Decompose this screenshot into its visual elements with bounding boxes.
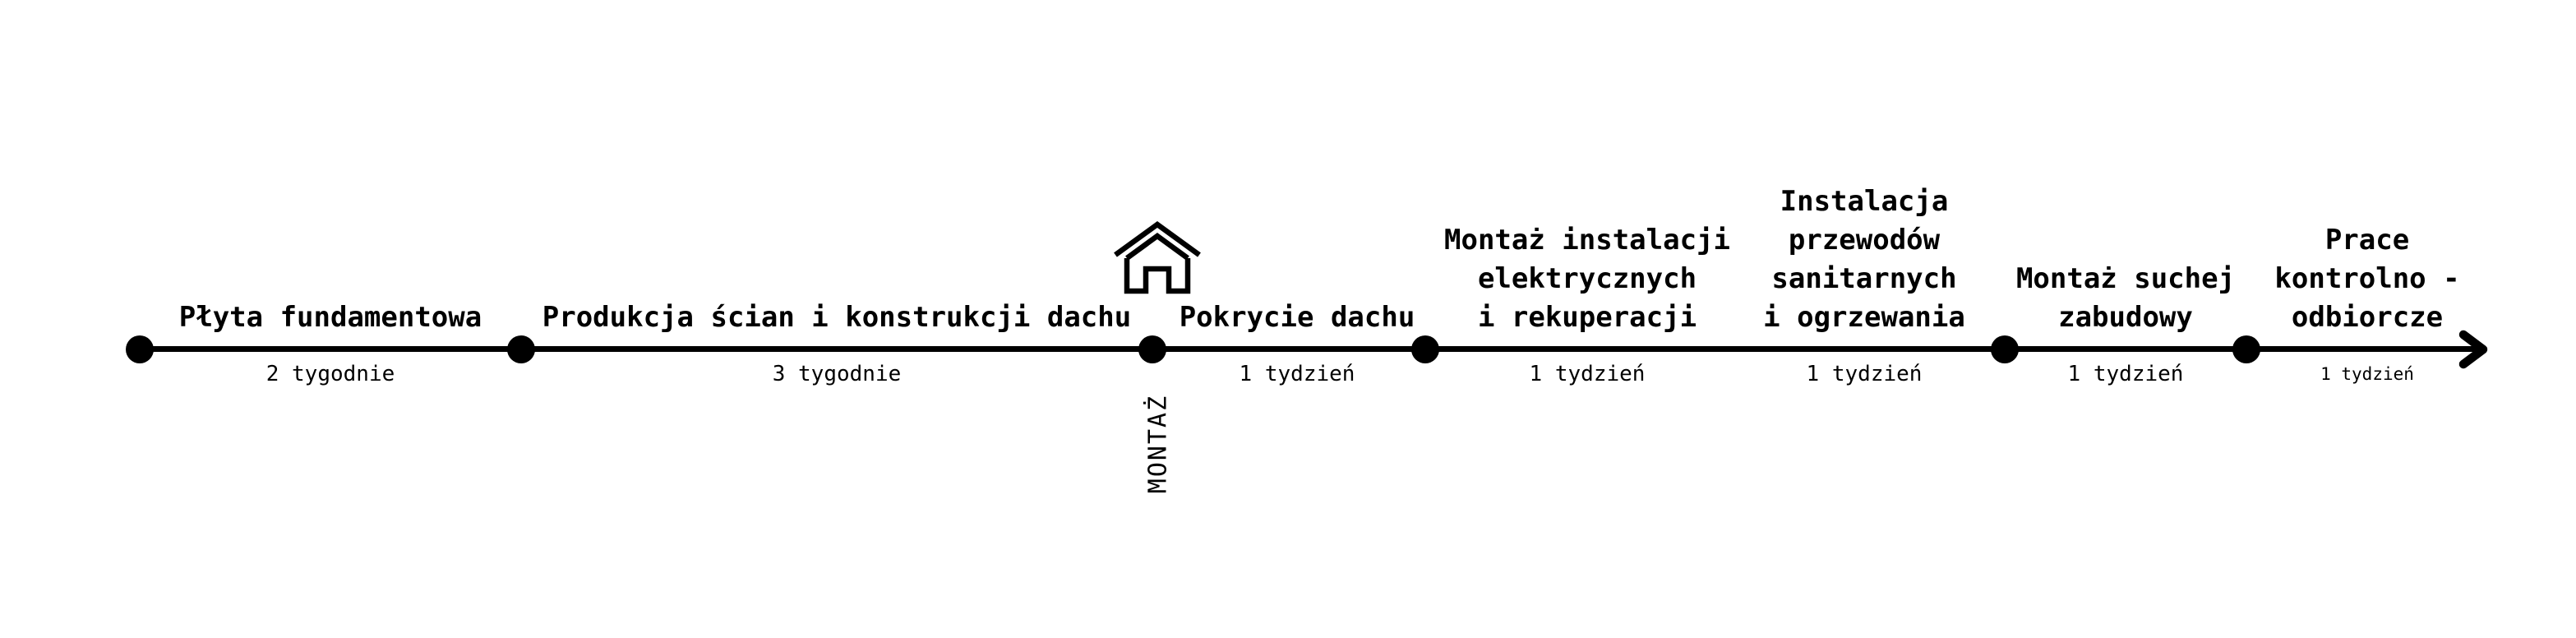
phase-label-line: Instalacja [1780,185,1949,218]
milestone-dot [507,335,535,363]
phase-label-line: Płyta fundamentowa [178,301,482,334]
phase-label-line: przewodów [1788,224,1941,257]
phase-duration: 1 tydzień [1239,362,1355,386]
house-icon [1114,220,1201,294]
phase-duration: 3 tygodnie [772,362,902,386]
phase-label-line: Montaż instalacji [1444,224,1730,257]
phase-label: Prace kontrolno - odbiorcze [2274,221,2459,337]
milestone-dot [1138,335,1166,363]
phase-label-line: kontrolno - [2274,262,2460,295]
phase-label-line: i rekuperacji [1477,301,1697,334]
phase-label-line: elektrycznych [1477,262,1697,295]
milestone-dot [2232,335,2260,363]
arrowhead-icon [2458,330,2488,369]
phase-label-line: Produkcja ścian i konstrukcji dachu [542,301,1132,334]
milestone-dot [126,335,154,363]
phase-label: Montaż suchej zabudowy [2016,260,2235,337]
phase-label-line: Prace [2324,224,2410,257]
phase-label: Montaż instalacji elektrycznych i rekupera… [1444,221,1730,337]
phase-duration: 1 tydzień [2067,362,2184,386]
phase-duration: 1 tydzień [1806,362,1923,386]
phase-label: Instalacja przewodów sanitarnych i ogrzewan… [1763,183,1965,337]
phase-label: Płyta fundamentowa [179,298,482,337]
phase-label-line: odbiorcze [2291,301,2444,334]
phase-label: Pokrycie dachu [1180,298,1415,337]
phase-label-line: i ogrzewania [1763,301,1965,334]
phase-label-line: Pokrycie dachu [1179,301,1415,334]
phase-label-line: sanitarnych [1771,262,1957,295]
phase-duration: 1 tydzień [1529,362,1646,386]
timeline-line [140,346,2479,352]
phase-label-line: zabudowy [2058,301,2193,334]
milestone-dot [1411,335,1439,363]
montaz-label: MONTAŻ [1143,394,1173,494]
phase-duration: 2 tygodnie [265,362,395,386]
phase-duration: 1 tydzień [2320,364,2414,384]
phase-label: Produkcja ścian i konstrukcji dachu [542,298,1131,337]
phase-label-line: Montaż suchej [2015,262,2236,295]
milestone-dot [1991,335,2019,363]
